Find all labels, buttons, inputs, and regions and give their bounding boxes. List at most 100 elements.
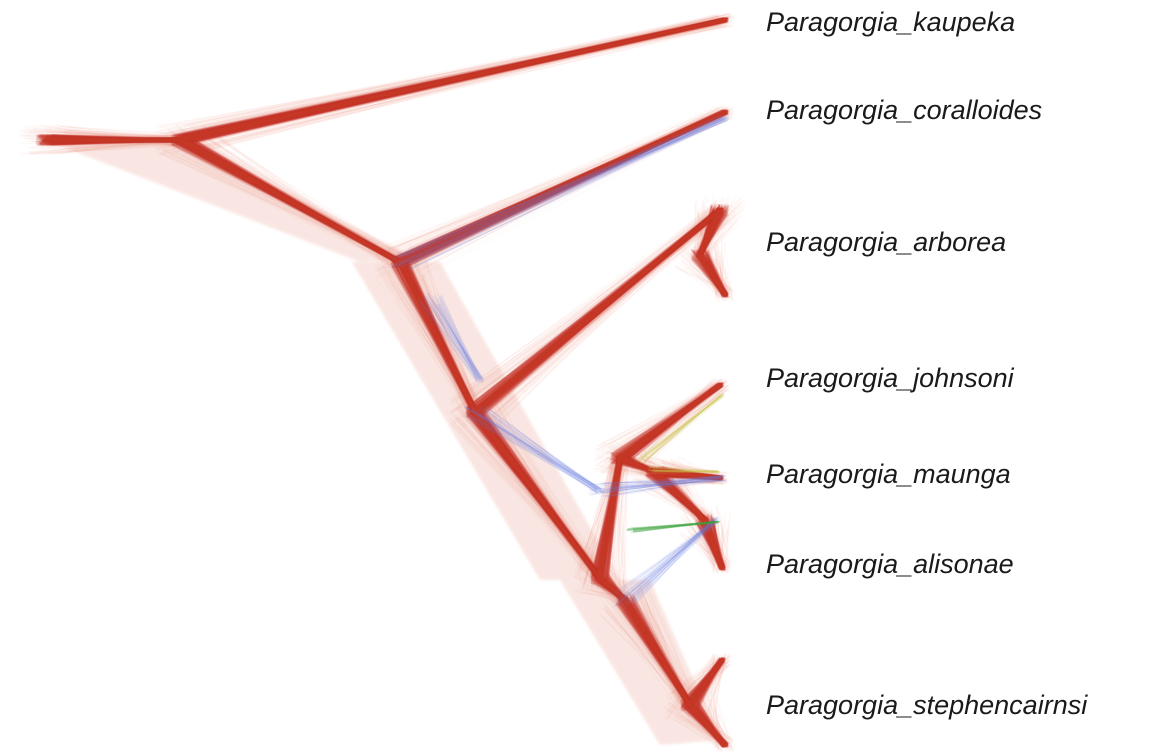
tree-sample — [66, 16, 734, 742]
tree-sample — [65, 21, 731, 749]
tree-sample — [53, 24, 732, 745]
tree-sample — [63, 18, 736, 743]
taxon-label-stephencairnsi: Paragorgia_stephencairnsi — [766, 690, 1088, 720]
tree-sample — [48, 19, 735, 746]
tree-sample — [30, 17, 731, 743]
tree-sample — [59, 15, 730, 747]
tree-sample — [19, 15, 731, 748]
tree-sample — [31, 24, 734, 750]
taxon-label-johnsoni: Paragorgia_johnsoni — [766, 363, 1014, 393]
tree-sample — [25, 22, 732, 743]
tree-sample — [53, 19, 738, 751]
tree-sample — [24, 16, 735, 746]
tree-sample — [58, 22, 735, 748]
tree-sample — [30, 15, 731, 743]
tree-sample — [19, 19, 732, 745]
tree-sample — [18, 24, 730, 746]
tree-sample — [23, 15, 733, 740]
tree-sample — [43, 20, 731, 752]
tree-sample — [69, 15, 733, 743]
tree-sample — [18, 13, 730, 748]
tree-sample — [55, 16, 734, 749]
tree-sample — [31, 23, 730, 740]
tree-sample — [53, 18, 735, 740]
tree-sample — [63, 20, 734, 744]
tree-sample — [55, 16, 746, 751]
tree-sample — [34, 17, 734, 745]
tree-sample — [55, 18, 733, 740]
tree-sample — [39, 23, 745, 747]
tree-sample — [52, 23, 731, 740]
tree-sample — [33, 20, 732, 746]
tree-sample — [48, 24, 733, 747]
tree-sample — [21, 24, 728, 746]
tree-sample — [69, 21, 735, 752]
tree-sample — [50, 23, 735, 751]
tree-sample — [59, 22, 735, 752]
tree-sample — [34, 16, 744, 744]
tree-sample — [44, 24, 741, 741]
taxon-label-alisonae: Paragorgia_alisonae — [766, 549, 1014, 579]
tree-sample — [28, 19, 728, 744]
tree-sample — [42, 22, 735, 741]
tree-sample — [24, 23, 734, 751]
tree-sample — [47, 16, 733, 751]
tree-sample — [61, 13, 728, 743]
tree-sample — [21, 13, 734, 751]
taxon-label-arborea: Paragorgia_arborea — [766, 227, 1007, 257]
taxon-label-maunga: Paragorgia_maunga — [766, 459, 1011, 489]
tree-sample — [29, 15, 742, 742]
tree-sample — [64, 13, 733, 749]
tree-sample — [60, 21, 729, 744]
tree-sample — [39, 21, 732, 747]
tree-sample — [66, 21, 732, 745]
haze-spine — [352, 262, 620, 580]
taxon-label-coralloides: Paragorgia_coralloides — [766, 95, 1043, 125]
tree-bundle — [18, 13, 747, 752]
tree-sample — [51, 25, 730, 741]
tree-sample — [47, 16, 727, 750]
haze-lower — [560, 580, 720, 745]
tree-sample — [28, 15, 742, 746]
tree-sample — [44, 15, 728, 746]
taxon-label-kaupeka: Paragorgia_kaupeka — [766, 7, 1016, 37]
tree-sample — [65, 22, 729, 751]
tree-sample — [53, 16, 733, 749]
tree-sample — [52, 13, 729, 745]
tree-sample — [25, 22, 731, 752]
tree-sample — [61, 19, 730, 752]
tree-sample — [54, 17, 734, 742]
tree-sample — [29, 22, 731, 750]
tree-sample — [29, 16, 741, 748]
tree-sample — [28, 17, 735, 740]
tree-sample — [59, 20, 741, 740]
tree-sample — [36, 15, 732, 752]
haze-root — [45, 140, 420, 262]
tree-sample — [28, 24, 735, 746]
tree-sample — [65, 20, 737, 746]
uncertainty-haze — [45, 140, 720, 745]
tree-sample — [28, 25, 740, 744]
tree-sample — [35, 14, 741, 743]
tree-sample — [63, 23, 731, 745]
tree-sample — [27, 25, 737, 745]
tree-sample — [28, 19, 747, 741]
tree-sample — [31, 16, 734, 741]
tree-sample — [64, 15, 735, 742]
tree-sample — [61, 16, 733, 747]
tree-sample — [66, 17, 730, 740]
tree-sample — [45, 17, 738, 748]
tree-sample — [18, 20, 734, 741]
tree-sample — [19, 14, 737, 745]
tree-sample — [42, 18, 732, 749]
tree-sample — [47, 22, 733, 748]
tree-sample — [23, 18, 730, 744]
tree-sample — [38, 17, 728, 740]
tree-sample — [54, 15, 739, 748]
tree-sample — [68, 16, 734, 743]
tree-sample — [25, 15, 732, 749]
tree-sample — [48, 23, 746, 744]
tree-sample — [63, 14, 734, 749]
tree-sample — [67, 16, 726, 743]
